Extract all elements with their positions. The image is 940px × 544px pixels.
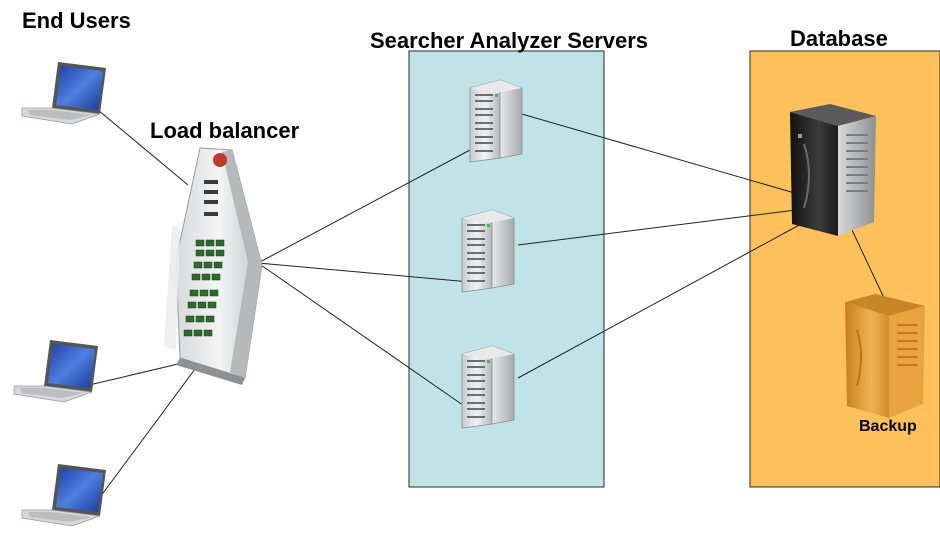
link-balancer-server1 [257, 149, 471, 264]
load-balancer-label: Load balancer [150, 118, 300, 143]
link-balancer-server3 [257, 262, 471, 411]
network-switch-icon [164, 147, 263, 385]
tower-server-icon [790, 104, 876, 236]
link-laptop1-balancer [91, 104, 189, 186]
link-balancer-server2 [257, 262, 471, 283]
searcher-servers-label: Searcher Analyzer Servers [370, 28, 649, 53]
link-laptop3-balancer [91, 364, 199, 509]
tower-server-icon [845, 294, 925, 418]
link-server3-db [517, 204, 837, 379]
laptop-icon [21, 62, 106, 125]
link-server1-db [514, 111, 837, 206]
link-db-backup [851, 229, 885, 299]
laptop-icon [21, 464, 106, 527]
laptop-icon [13, 340, 98, 403]
rack-server-icon [461, 345, 515, 429]
database-label: Database [790, 26, 888, 51]
rack-server-icon [469, 79, 523, 163]
backup-label: Backup [859, 418, 917, 435]
end-users-label: End Users [22, 8, 131, 33]
link-server2-db [517, 204, 837, 246]
rack-server-icon [461, 209, 515, 293]
